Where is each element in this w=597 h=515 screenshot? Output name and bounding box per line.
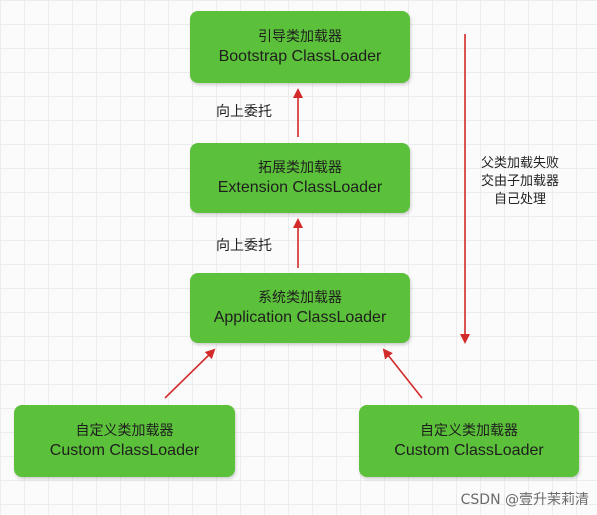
delegate-upper-label: 向上委托: [216, 104, 272, 120]
extension-cn-label: 拓展类加载器: [258, 160, 342, 176]
bootstrap-cn-label: 引导类加载器: [258, 29, 342, 45]
failure-note: 父类加载失败 交由子加载器 自己处理: [470, 155, 570, 209]
application-cn-label: 系统类加载器: [258, 290, 342, 306]
custom-classloader-left-node: 自定义类加载器 Custom ClassLoader: [14, 405, 235, 477]
arrow-custom-left-to-application: [164, 348, 216, 399]
custom-left-cn-label: 自定义类加载器: [75, 423, 174, 439]
failure-note-line-1: 父类加载失败: [480, 156, 559, 171]
custom-classloader-right-node: 自定义类加载器 Custom ClassLoader: [359, 405, 579, 477]
extension-en-label: Extension ClassLoader: [217, 179, 383, 196]
arrow-custom-right-to-application: [382, 348, 423, 399]
delegate-lower-label: 向上委托: [216, 238, 272, 254]
bootstrap-en-label: Bootstrap ClassLoader: [218, 48, 382, 65]
custom-right-en-label: Custom ClassLoader: [394, 442, 544, 459]
application-classloader-node: 系统类加载器 Application ClassLoader: [190, 273, 410, 343]
csdn-watermark: CSDN @壹升茉莉清: [460, 492, 589, 508]
custom-right-cn-label: 自定义类加载器: [420, 423, 518, 439]
extension-classloader-node: 拓展类加载器 Extension ClassLoader: [190, 143, 410, 213]
bootstrap-classloader-node: 引导类加载器 Bootstrap ClassLoader: [190, 11, 410, 83]
failure-note-line-3: 自己处理: [493, 192, 546, 207]
custom-left-en-label: Custom ClassLoader: [49, 442, 200, 459]
application-en-label: Application ClassLoader: [213, 309, 387, 326]
failure-note-line-2: 交由子加载器: [480, 174, 559, 189]
